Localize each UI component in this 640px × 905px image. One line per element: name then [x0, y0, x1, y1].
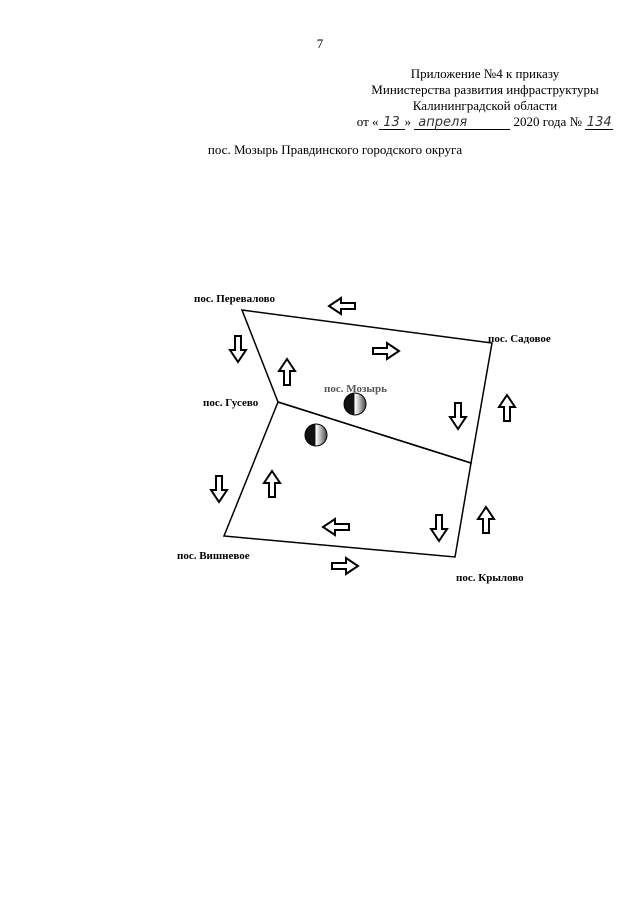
date-prefix: от « — [356, 114, 379, 129]
route-lines — [222, 309, 493, 558]
arrow-up-icon — [477, 506, 495, 534]
route-title: пос. Мозырь Правдинского городского окру… — [207, 142, 463, 157]
header-line-2: Министерства развития инфраструктуры — [371, 82, 599, 97]
label-mozyr: пос. Мозырь — [324, 383, 387, 395]
arrow-down-icon — [229, 335, 247, 363]
stop-markers — [304, 392, 367, 447]
arrow-right-icon — [372, 342, 400, 360]
arrow-up-icon — [498, 394, 516, 422]
arrow-down-icon — [210, 475, 228, 503]
header-line-3: Калининградской области — [412, 98, 558, 113]
arrow-down-icon — [449, 402, 467, 430]
arrow-left-icon — [328, 297, 356, 315]
date-separator: » — [404, 114, 412, 129]
header-line-1: Приложение №4 к приказу — [410, 66, 560, 81]
order-number: 134 — [585, 115, 614, 130]
label-sadovoe: пос. Садовое — [488, 333, 551, 345]
page-number: 7 — [316, 36, 324, 51]
order-header: Приложение №4 к приказу Министерства раз… — [350, 66, 620, 130]
order-month: апреля — [414, 116, 511, 130]
bus-stop-icon — [343, 392, 367, 416]
label-vishnevoe: пос. Вишневое — [177, 550, 250, 562]
arrow-down-icon — [430, 514, 448, 542]
arrow-right-icon — [331, 557, 359, 575]
order-day: 13 — [378, 116, 405, 130]
arrow-up-icon — [278, 358, 296, 386]
bus-stop-icon — [304, 423, 328, 447]
arrow-up-icon — [263, 470, 281, 498]
label-perevalovo: пос. Перевалово — [194, 293, 275, 305]
year-text: 2020 года № — [513, 114, 582, 129]
label-gusevo: пос. Гусево — [203, 397, 259, 409]
arrow-left-icon — [322, 518, 350, 536]
order-date-line: от «13» апреля 2020 года № 134 — [350, 114, 620, 130]
label-krylovo: пос. Крылово — [456, 572, 524, 584]
route-south-section — [222, 401, 472, 558]
